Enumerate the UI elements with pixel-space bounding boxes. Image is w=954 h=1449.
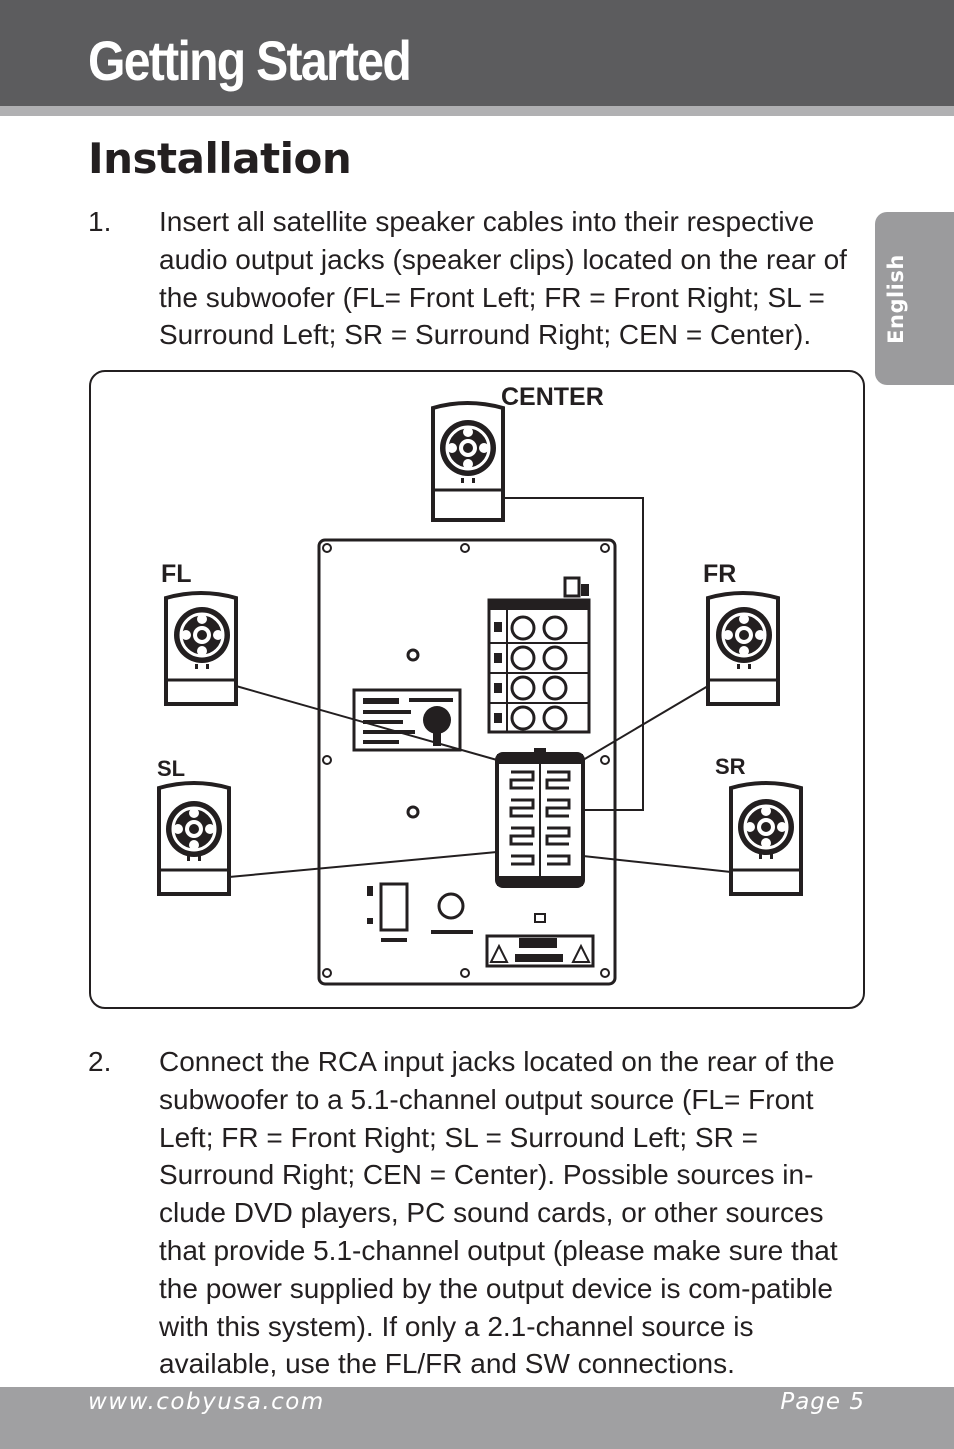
language-tab-label: English	[884, 253, 908, 344]
instruction-step-2: 2. Connect the RCA input jacks located o…	[88, 1043, 868, 1383]
page-number: Page 5	[780, 1389, 865, 1415]
sr-label: SR	[715, 754, 746, 779]
surround-right-speaker	[729, 781, 803, 896]
fl-label: FL	[161, 560, 192, 588]
sl-label: SL	[157, 756, 185, 781]
fr-label: FR	[703, 560, 736, 588]
center-speaker	[431, 401, 505, 522]
step-number: 2.	[88, 1046, 112, 1077]
center-label: CENTER	[501, 383, 604, 411]
front-right-speaker	[706, 591, 780, 706]
step-number: 1.	[88, 206, 112, 237]
footer-bar	[0, 1387, 954, 1449]
speaker-connection-diagram: CENTER FL FR SL SR	[89, 370, 865, 1009]
step-text: Connect the RCA input jacks located on t…	[159, 1046, 838, 1380]
header-bar	[0, 0, 954, 106]
footer-website: www.cobyusa.com	[88, 1389, 325, 1415]
surround-left-speaker	[157, 781, 231, 896]
instruction-step-1: 1. Insert all satellite speaker cables i…	[88, 203, 868, 354]
page-title: Getting Started	[88, 29, 412, 92]
language-tab[interactable]: English	[875, 212, 954, 385]
speaker-wires	[228, 497, 732, 878]
step-text: Insert all satellite speaker cables into…	[159, 206, 847, 351]
subwoofer-rear-panel	[317, 538, 617, 986]
header-rule	[0, 106, 954, 116]
diagram-drawing: CENTER FL FR SL SR	[157, 383, 803, 986]
front-left-speaker	[164, 591, 238, 706]
section-heading: Installation	[88, 134, 352, 183]
